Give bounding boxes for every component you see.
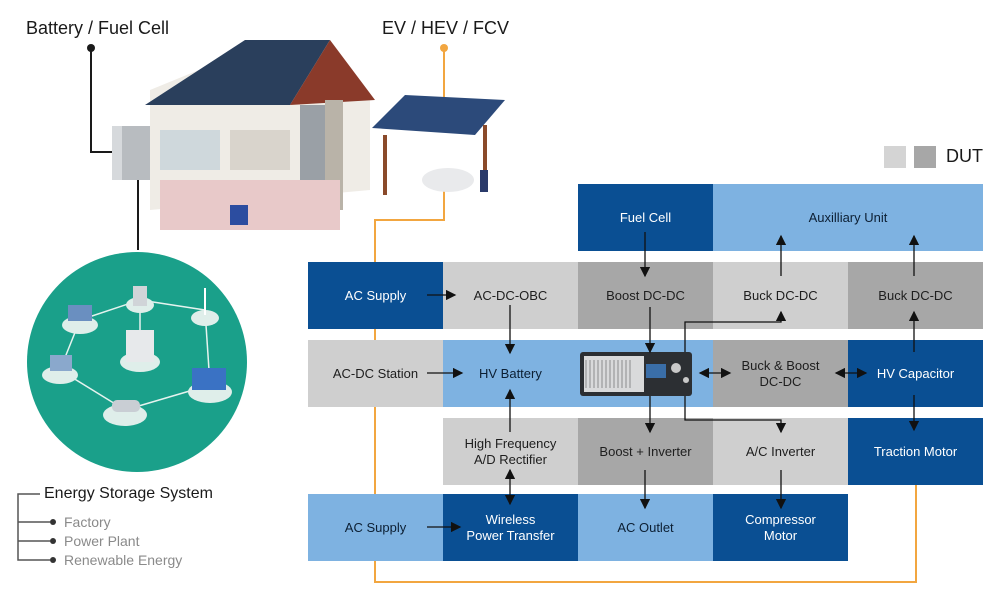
legend-swatch-light bbox=[884, 146, 906, 168]
block-boost-dc-dc: Boost DC-DC bbox=[578, 262, 713, 329]
block-hv-capacitor: HV Capacitor bbox=[848, 340, 983, 407]
legend-swatch-dark bbox=[914, 146, 936, 168]
block-ac-outlet: AC Outlet bbox=[578, 494, 713, 561]
ess-network-icon bbox=[27, 252, 247, 472]
block-ac-supply-bottom: AC Supply bbox=[308, 494, 443, 561]
carport-icon bbox=[372, 95, 505, 195]
block-ac-inverter: A/C Inverter bbox=[713, 418, 848, 485]
block-auxiliary-unit: Auxilliary Unit bbox=[713, 184, 983, 251]
block-buck-dc-dc-2: Buck DC-DC bbox=[848, 262, 983, 329]
battery-cylinder-icon bbox=[112, 126, 158, 250]
ess-item-renewable-energy: Renewable Energy bbox=[64, 552, 183, 568]
block-wireless-power: Wireless Power Transfer bbox=[443, 494, 578, 561]
ev-hev-fcv-label: EV / HEV / FCV bbox=[382, 18, 510, 38]
block-hv-battery: HV Battery bbox=[443, 340, 713, 407]
ess-item-factory: Factory bbox=[64, 514, 111, 530]
battery-fuel-cell-label: Battery / Fuel Cell bbox=[26, 18, 170, 38]
block-ac-dc-obc: AC-DC-OBC bbox=[443, 262, 578, 329]
block-buck-boost-dc-dc: Buck & Boost DC-DC bbox=[713, 340, 848, 407]
block-buck-dc-dc-1: Buck DC-DC bbox=[713, 262, 848, 329]
block-ac-supply-top: AC Supply bbox=[308, 262, 443, 329]
block-ac-dc-station: AC-DC Station bbox=[308, 340, 443, 407]
block-fuel-cell: Fuel Cell bbox=[578, 184, 713, 251]
house-icon bbox=[145, 40, 375, 230]
ess-item-power-plant: Power Plant bbox=[64, 533, 140, 549]
block-compressor-motor: Compressor Motor bbox=[713, 494, 848, 561]
ess-title: Energy Storage System bbox=[44, 485, 213, 502]
block-traction-motor: Traction Motor bbox=[848, 418, 983, 485]
block-hf-rectifier: High Frequency A/D Rectifier bbox=[443, 418, 578, 485]
legend-label: DUT bbox=[946, 146, 983, 166]
block-boost-inverter: Boost + Inverter bbox=[578, 418, 713, 485]
